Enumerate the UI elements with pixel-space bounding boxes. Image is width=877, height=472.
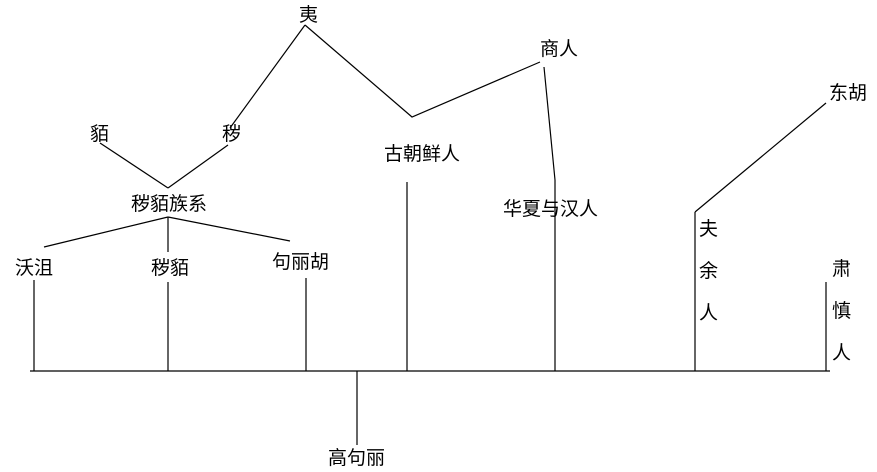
node-wo-ju: 沃沮 <box>15 257 54 279</box>
node-fu-yu-ren-char-3: 人 <box>699 302 719 324</box>
edge-hui-huimozuxi <box>167 144 229 189</box>
edge-huimozuxi-julihu <box>167 216 291 242</box>
node-hui-mo-zu-xi: 秽貊族系 <box>131 193 208 215</box>
node-gu-chao-xian-ren: 古朝鲜人 <box>384 143 461 165</box>
node-fu-yu-ren: 夫 余 人 <box>699 220 721 346</box>
node-hua-xia-yu-han-ren: 华夏与汉人 <box>503 198 599 220</box>
node-ju-li-hu: 句丽胡 <box>272 251 330 273</box>
edge-yi-hui <box>229 24 306 129</box>
node-shang-ren: 商人 <box>540 38 579 60</box>
node-mo: 貊 <box>90 123 110 145</box>
edge-mo-huimozuxi <box>99 142 169 189</box>
edge-shangren-huaxia <box>543 66 556 181</box>
node-fu-yu-ren-char-1: 夫 <box>699 218 719 240</box>
node-su-shen-ren-char-3: 人 <box>832 342 852 364</box>
node-fu-yu-ren-char-2: 余 <box>699 260 719 282</box>
node-su-shen-ren-char-1: 肃 <box>832 258 852 280</box>
node-su-shen-ren-char-2: 慎 <box>832 300 852 322</box>
edge-huimozuxi-woju <box>43 216 169 248</box>
node-gao-ju-li: 高句丽 <box>328 447 386 469</box>
node-su-shen-ren: 肃 慎 人 <box>832 260 854 386</box>
edge-donghu-fuyu <box>694 102 827 213</box>
node-hui-mo: 秽貊 <box>151 257 190 279</box>
node-dong-hu: 东胡 <box>829 82 868 104</box>
node-hui: 秽 <box>222 123 242 145</box>
edge-yi-shangren <box>304 24 541 118</box>
node-yi: 夷 <box>299 4 319 26</box>
